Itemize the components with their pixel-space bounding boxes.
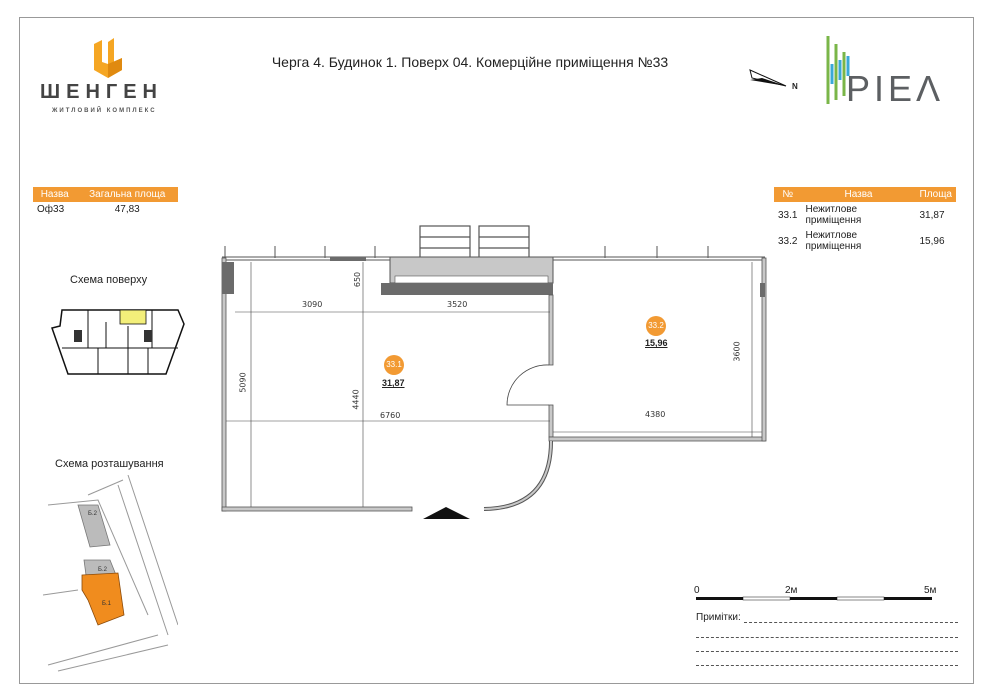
cell-name: Нежитлове приміщення <box>805 204 862 226</box>
shengen-logo-subtitle: ЖИТЛОВИЙ КОМПЛЕКС <box>52 108 157 114</box>
notes-line[interactable] <box>696 637 958 638</box>
dimension-label: 5090 <box>238 372 248 393</box>
site-label: Б.1 <box>102 601 112 607</box>
entrance-arrow-icon <box>423 507 470 519</box>
room-badge-33-2: 33.2 <box>646 316 666 336</box>
scale-label: 2м <box>785 585 798 596</box>
page-frame <box>19 17 974 684</box>
site-label: Б.2 <box>98 567 108 573</box>
site-scheme-caption: Схема розташування <box>55 458 164 470</box>
balcony-units <box>419 225 530 259</box>
cell-area: 15,96 <box>919 235 945 247</box>
notes-line[interactable] <box>696 665 958 666</box>
room-area-33-2: 15,96 <box>645 338 668 348</box>
room-badge-33-1: 33.1 <box>384 355 404 375</box>
table-row: 33.1 Нежитлове приміщення 31,87 <box>774 202 956 228</box>
header-total-area: Загальна площа <box>76 187 178 202</box>
header-name: Назва <box>33 187 77 202</box>
piel-logo-icon <box>826 36 850 104</box>
header-number: № <box>774 187 802 202</box>
cell-name: Оф33 <box>37 204 65 215</box>
floor-scheme-caption: Схема поверху <box>70 274 148 286</box>
table-row: Оф33 47,83 <box>33 202 178 217</box>
dimension-label: 4380 <box>645 410 666 419</box>
notes-line[interactable] <box>696 651 958 652</box>
dimension-label: 6760 <box>380 411 401 420</box>
dimension-label: 4440 <box>351 389 361 410</box>
site-label: Б.2 <box>88 511 98 517</box>
dimension-label: 3600 <box>732 341 742 362</box>
header-area: Площа <box>915 187 956 202</box>
notes-label: Примітки: <box>696 612 741 623</box>
scale-bar <box>696 596 932 601</box>
dimension-label: 3520 <box>447 300 468 309</box>
cell-number: 33.2 <box>778 235 798 247</box>
scale-label: 0 <box>694 585 700 596</box>
cell-number: 33.1 <box>778 209 798 221</box>
north-arrow-icon <box>749 69 787 87</box>
dimension-label: 650 <box>353 271 363 288</box>
floor-scheme-image <box>51 309 185 375</box>
cell-area: 47,83 <box>114 204 140 215</box>
door-swing <box>506 364 550 406</box>
scale-label: 5м <box>924 585 937 596</box>
table-row: 33.2 Нежитлове приміщення 15,96 <box>774 228 956 254</box>
page-title: Черга 4. Будинок 1. Поверх 04. Комерційн… <box>271 54 669 70</box>
dimension-label: 3090 <box>302 300 323 309</box>
shengen-logo-icon <box>94 38 122 78</box>
notes-line[interactable] <box>744 622 958 623</box>
cell-name: Нежитлове приміщення <box>805 230 862 252</box>
room-area-33-1: 31,87 <box>382 378 405 388</box>
shengen-logo-text: ШЕНГЕН <box>40 81 164 103</box>
north-label: N <box>792 82 798 91</box>
piel-logo-text: PIEΛ <box>846 68 945 109</box>
site-scheme-image: Б.2 Б.2 Б.1 <box>42 475 178 672</box>
header-name: Назва <box>801 187 916 202</box>
cell-area: 31,87 <box>919 209 945 221</box>
